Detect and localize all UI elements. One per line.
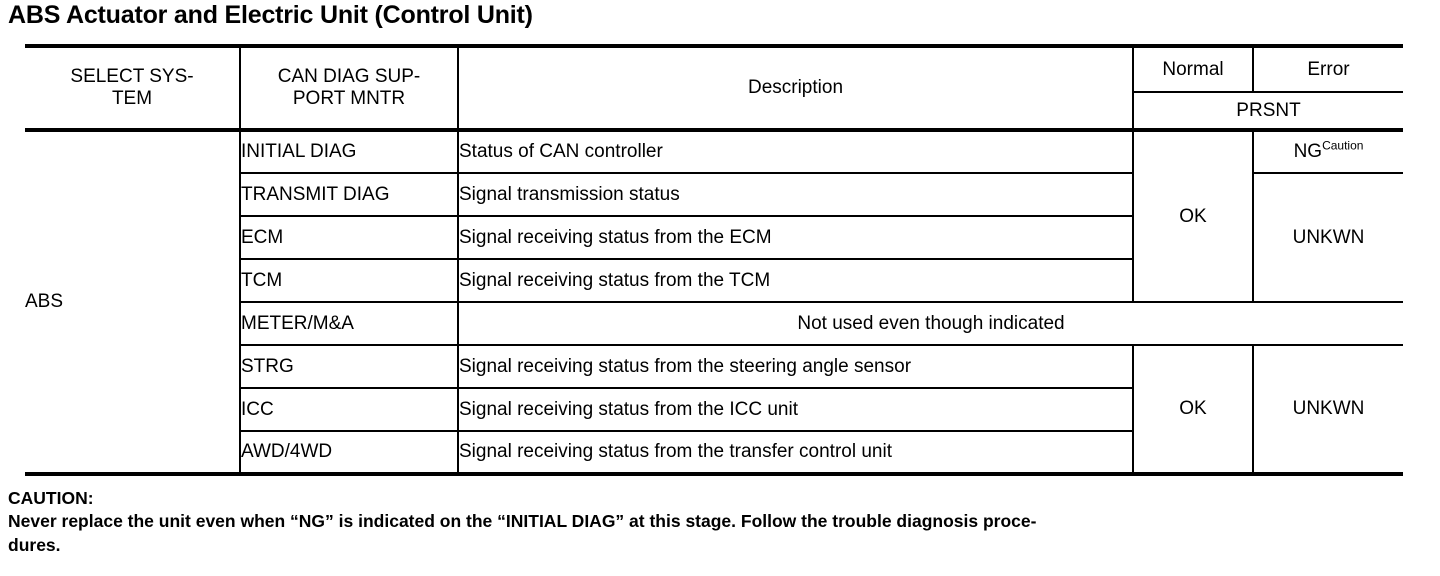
- cell-description: Signal receiving status from the steerin…: [458, 345, 1134, 389]
- table-row: AWD/4WD Signal receiving status from the…: [25, 431, 1403, 476]
- table-row: TCM Signal receiving status from the TCM: [25, 259, 1403, 303]
- cell-description: Signal receiving status from the TCM: [458, 259, 1134, 303]
- cell-error-unkwn-top: UNKWN: [1253, 173, 1403, 303]
- table-header-row-1: SELECT SYS- TEM CAN DIAG SUP- PORT MNTR …: [25, 44, 1403, 132]
- cell-monitor: INITIAL DIAG: [240, 130, 459, 174]
- table-row: METER/M&A Not used even though indicated: [25, 302, 1403, 346]
- header-can-diag-support-mntr: CAN DIAG SUP- PORT MNTR: [240, 44, 459, 132]
- cell-select-system-abs: ABS: [25, 130, 241, 476]
- table-row: TRANSMIT DIAG Signal transmission status…: [25, 173, 1403, 303]
- table-row: STRG Signal receiving status from the st…: [25, 345, 1403, 476]
- cell-description: Status of CAN controller: [458, 130, 1134, 174]
- header-prsnt: PRSNT: [1133, 92, 1403, 132]
- table-row: ABS INITIAL DIAG Status of CAN controlle…: [25, 130, 1403, 476]
- table-row: ICC Signal receiving status from the ICC…: [25, 388, 1403, 432]
- cell-monitor: STRG: [240, 345, 459, 389]
- page-title: ABS Actuator and Electric Unit (Control …: [8, 1, 533, 29]
- cell-error-ng-caution: NGCaution: [1253, 130, 1403, 174]
- cell-monitor: ECM: [240, 216, 459, 260]
- header-description: Description: [458, 44, 1134, 132]
- header-error: Error: [1253, 44, 1403, 93]
- header-select-system: SELECT SYS- TEM: [25, 44, 241, 132]
- cell-description-merged: Not used even though indicated: [458, 302, 1403, 346]
- error-ng-text: NG: [1293, 141, 1323, 162]
- header-normal: Normal: [1133, 44, 1254, 93]
- cell-monitor: TRANSMIT DIAG: [240, 173, 459, 217]
- cell-normal-ok-bottom: OK: [1133, 345, 1254, 476]
- cell-description: Signal transmission status: [458, 173, 1134, 217]
- header-can-diag-line1: CAN DIAG SUP-: [277, 66, 421, 87]
- header-select-system-line2: TEM: [111, 88, 153, 109]
- cell-error-unkwn-bottom: UNKWN: [1253, 345, 1403, 476]
- header-can-diag-line2: PORT MNTR: [292, 88, 406, 109]
- error-ng-superscript: Caution: [1322, 138, 1364, 153]
- table-row: ECM Signal receiving status from the ECM: [25, 216, 1403, 260]
- cell-monitor: TCM: [240, 259, 459, 303]
- header-select-system-line1: SELECT SYS-: [70, 66, 194, 87]
- cell-description: Signal receiving status from the ECM: [458, 216, 1134, 260]
- cell-monitor: AWD/4WD: [240, 431, 459, 476]
- cell-normal-ok-top: OK: [1133, 130, 1254, 303]
- cell-monitor: ICC: [240, 388, 459, 432]
- cell-monitor: METER/M&A: [240, 302, 459, 346]
- cell-description: Signal receiving status from the transfe…: [458, 431, 1134, 476]
- caution-line-1: Never replace the unit even when “NG” is…: [8, 511, 1037, 532]
- table-header-row-2: PRSNT: [25, 92, 1403, 132]
- diagnosis-table: SELECT SYS- TEM CAN DIAG SUP- PORT MNTR …: [25, 44, 1403, 476]
- caution-line-2: dures.: [8, 534, 61, 555]
- caution-note: CAUTION: Never replace the unit even whe…: [8, 487, 1432, 557]
- caution-label: CAUTION:: [8, 488, 94, 508]
- cell-description: Signal receiving status from the ICC uni…: [458, 388, 1134, 432]
